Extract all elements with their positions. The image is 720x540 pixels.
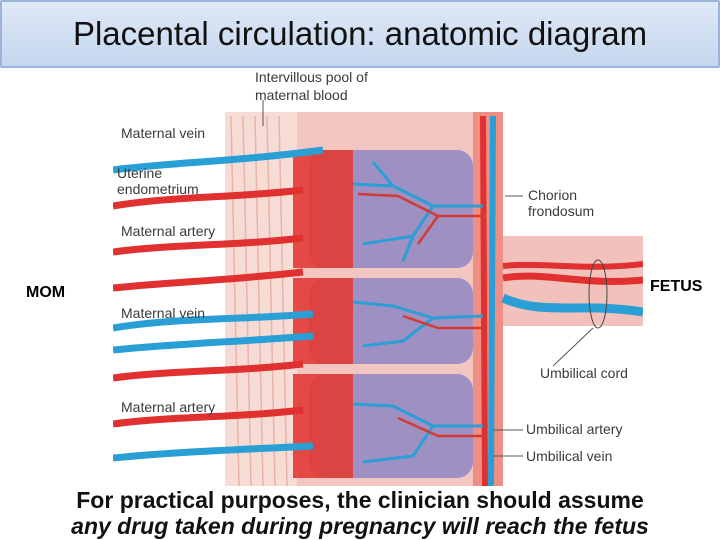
villous-tree-veins: [352, 161, 484, 464]
maternal-vein-vessel: [113, 332, 314, 354]
umbilical-artery-vessel: [502, 272, 643, 285]
maternal-artery-vessel: [113, 234, 304, 256]
label-maternal-vein-top: Maternal vein: [121, 125, 205, 141]
chorionic-plate: [473, 112, 503, 486]
chorionic-vein: [488, 115, 496, 486]
page-title: Placental circulation: anatomic diagram: [72, 15, 648, 52]
leader-lines: [262, 100, 594, 457]
maternal-blood: [293, 150, 353, 268]
label-umbilical-vein: Umbilical vein: [526, 448, 612, 464]
label-chorion-frondosum-2: frondosum: [528, 203, 594, 219]
label-intervillous-pool: Intervillous pool of: [255, 69, 368, 85]
maternal-artery-vessel: [113, 406, 304, 428]
umbilical-artery-vessel: [502, 261, 643, 270]
footer-line-1: For practical purposes, the clinician sh…: [76, 487, 644, 513]
maternal-blood: [293, 374, 353, 478]
maternal-vein-vessel: [113, 442, 314, 462]
fetus-label: FETUS: [650, 278, 703, 295]
umbilical-vein-vessel: [501, 293, 643, 317]
cord-cross-section-marker: [588, 259, 608, 329]
label-umbilical-cord: Umbilical cord: [540, 365, 628, 381]
footer-line-2: any drug taken during pregnancy will rea…: [71, 513, 649, 539]
label-intervillous-pool-2: maternal blood: [255, 87, 348, 103]
maternal-artery-vessel: [113, 268, 304, 292]
label-maternal-artery-bottom: Maternal artery: [121, 399, 215, 415]
label-maternal-vein-bottom: Maternal vein: [121, 305, 205, 321]
uterine-texture: [230, 115, 288, 486]
label-chorion-frondosum: Chorion: [528, 187, 577, 203]
villous-tree-arteries: [357, 192, 485, 438]
placenta-diagram: Intervillous pool of maternal blood Mate…: [113, 69, 643, 486]
maternal-artery-vessel: [113, 186, 304, 210]
mom-label: MOM: [26, 284, 66, 301]
title-bar: Placental circulation: anatomic diagram: [0, 0, 720, 68]
maternal-artery-vessel: [113, 360, 304, 382]
label-uterine-endometrium: Uterine: [117, 165, 162, 181]
maternal-vein-vessel: [113, 146, 324, 174]
maternal-vein-vessel: [113, 310, 314, 332]
maternal-blood: [293, 278, 353, 364]
chorionic-artery: [480, 115, 488, 486]
label-maternal-artery-top: Maternal artery: [121, 223, 215, 239]
label-umbilical-artery: Umbilical artery: [526, 421, 622, 437]
label-uterine-endometrium-2: endometrium: [117, 181, 199, 197]
